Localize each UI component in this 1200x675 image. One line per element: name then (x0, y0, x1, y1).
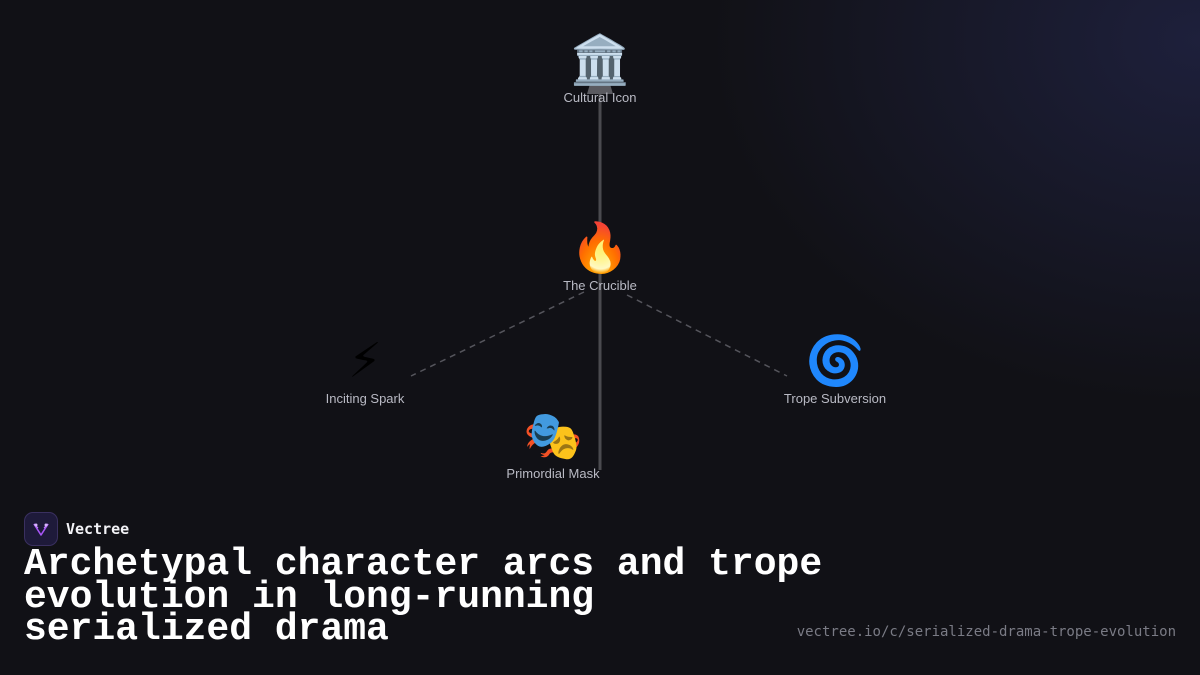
vectree-logo-icon (24, 512, 58, 546)
classical-building-icon: 🏛️ (570, 32, 630, 88)
node-trope-subversion[interactable]: 🌀 Trope Subversion (755, 333, 915, 407)
node-cultural-icon[interactable]: 🏛️ Cultural Icon (520, 32, 680, 106)
building-base-glyph (587, 84, 613, 94)
node-the-crucible[interactable]: 🔥 The Crucible (520, 220, 680, 294)
spiral-icon: 🌀 (805, 333, 865, 389)
node-label: Cultural Icon (563, 90, 637, 105)
node-label: Trope Subversion (783, 391, 887, 406)
node-label: Primordial Mask (506, 466, 600, 481)
theater-masks-icon: 🎭 (523, 408, 583, 464)
node-inciting-spark[interactable]: ⚡ Inciting Spark (285, 333, 445, 407)
page-title: Archetypal character arcs and trope evol… (24, 543, 823, 651)
node-primordial-mask[interactable]: 🎭 Primordial Mask (473, 408, 633, 482)
edge-crucible-trope (626, 294, 788, 377)
fire-icon: 🔥 (570, 220, 630, 276)
lightning-icon: ⚡ (348, 333, 382, 389)
brand-name: Vectree (66, 520, 130, 538)
page-url[interactable]: vectree.io/c/serialized-drama-trope-evol… (796, 624, 1176, 640)
node-label: Inciting Spark (325, 391, 405, 406)
brand[interactable]: Vectree (24, 512, 129, 546)
node-label: The Crucible (563, 278, 637, 293)
